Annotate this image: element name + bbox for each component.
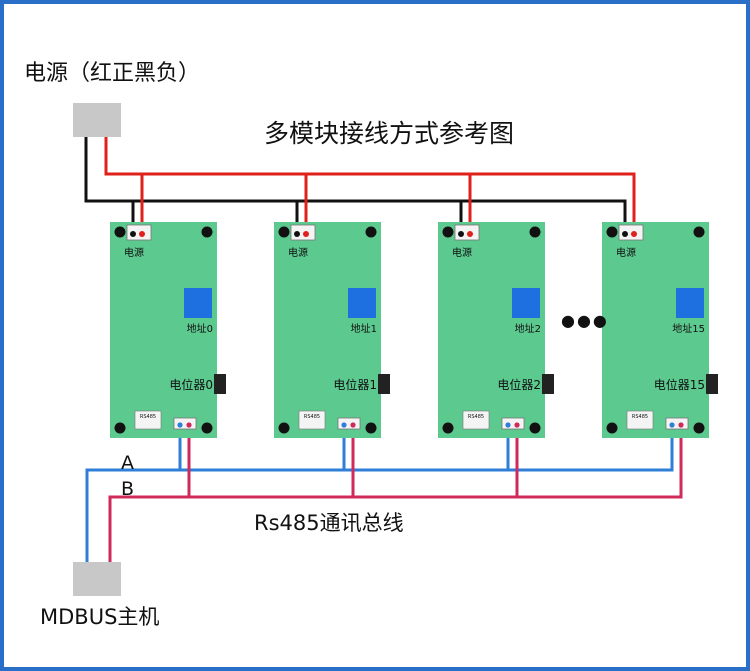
rs485-block-text: RS485 [304, 414, 320, 420]
mounting-hole [278, 422, 290, 434]
address-switch [512, 288, 540, 318]
module-power-label: 电源 [452, 246, 472, 259]
module-potentiometer-label: 电位器0 [169, 377, 213, 392]
mounting-hole [201, 226, 213, 238]
power-positive-bus-wire [104, 137, 636, 232]
mounting-hole [114, 422, 126, 434]
rs485-connector [665, 417, 689, 430]
rs485-b-pin [514, 422, 520, 428]
rs485-block-text: RS485 [140, 414, 156, 420]
module-pcb [602, 222, 709, 438]
potentiometer [214, 374, 226, 394]
rs485-bus-label: Rs485通讯总线 [254, 511, 404, 535]
rs485-a-bus-wire [85, 426, 674, 562]
rs485-connector [173, 417, 197, 430]
host-label: MDBUS主机 [40, 605, 159, 629]
module-pcb [110, 222, 217, 438]
more-modules-ellipsis: ●●● [561, 311, 609, 330]
mounting-hole [693, 422, 705, 434]
rs485-block-text: RS485 [632, 414, 648, 420]
mounting-hole [606, 226, 618, 238]
mounting-hole [201, 422, 213, 434]
power-positive-pin [467, 231, 473, 237]
rs485-connector [337, 417, 361, 430]
rs485-b-pin [186, 422, 192, 428]
module-address-label: 地址2 [515, 322, 541, 335]
potentiometer [706, 374, 718, 394]
module-potentiometer-label: 电位器2 [497, 377, 541, 392]
power-positive-pin [631, 231, 637, 237]
mounting-hole [278, 226, 290, 238]
module-pcb [438, 222, 545, 438]
module-address-label: 地址15 [672, 322, 705, 335]
potentiometer [378, 374, 390, 394]
rs485-b-bus-wire [108, 426, 683, 562]
power-supply-label: 电源（红正黑负） [24, 61, 200, 86]
module-pcb [274, 222, 381, 438]
rs485-label-block [462, 410, 490, 430]
power-negative-pin [130, 231, 136, 237]
address-switch [676, 288, 704, 318]
rs485-label-block [298, 410, 326, 430]
rs485-connector [501, 417, 525, 430]
power-negative-bus-wire [84, 137, 627, 232]
rs485-label-block [134, 410, 162, 430]
rs485-a-pin [505, 422, 511, 428]
address-switch [184, 288, 212, 318]
module-power-label: 电源 [288, 246, 308, 259]
line-b-label: B [121, 478, 134, 500]
rs485-block-text: RS485 [468, 414, 484, 420]
mounting-hole [365, 226, 377, 238]
module-potentiometer-label: 电位器15 [654, 377, 705, 392]
module-power-label: 电源 [124, 246, 144, 259]
line-a-label: A [121, 452, 134, 474]
mounting-hole [365, 422, 377, 434]
rs485-b-pin [350, 422, 356, 428]
diagram-title: 多模块接线方式参考图 [264, 119, 514, 148]
mounting-hole [442, 422, 454, 434]
module-potentiometer-label: 电位器1 [333, 377, 377, 392]
module-address-label: 地址0 [187, 322, 213, 335]
rs485-label-block [626, 410, 654, 430]
mounting-hole [529, 226, 541, 238]
rs485-a-pin [341, 422, 347, 428]
power-negative-pin [622, 231, 628, 237]
mounting-hole [114, 226, 126, 238]
module-power-label: 电源 [616, 246, 636, 259]
module-address-label: 地址1 [351, 322, 377, 335]
rs485-a-pin [177, 422, 183, 428]
power-supply-terminal [73, 103, 121, 137]
address-switch [348, 288, 376, 318]
mounting-hole [442, 226, 454, 238]
mounting-hole [529, 422, 541, 434]
mounting-hole [693, 226, 705, 238]
rs485-a-pin [669, 422, 675, 428]
potentiometer [542, 374, 554, 394]
host-terminal [73, 562, 121, 596]
power-positive-pin [139, 231, 145, 237]
power-negative-pin [294, 231, 300, 237]
power-positive-pin [303, 231, 309, 237]
power-negative-pin [458, 231, 464, 237]
mounting-hole [606, 422, 618, 434]
rs485-b-pin [678, 422, 684, 428]
